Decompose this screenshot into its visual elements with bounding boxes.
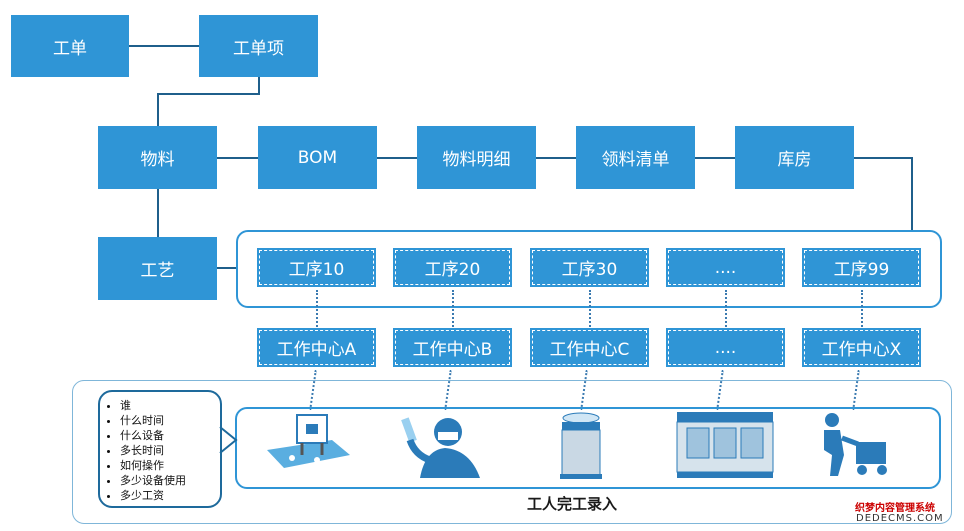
work-center-ellipsis: ....	[666, 328, 785, 367]
dotted-link	[316, 290, 318, 327]
callout-pointer	[219, 426, 238, 454]
question-list-callout: 谁 什么时间 什么设备 多长时间 如何操作 多少设备使用 多少工资	[98, 390, 222, 508]
dotted-link	[452, 290, 454, 327]
step-box-99: 工序99	[802, 248, 921, 287]
storage-tank-icon	[560, 412, 602, 479]
picking-list-box: 领料清单	[576, 126, 695, 189]
bom-box: BOM	[258, 126, 377, 189]
connector-down-to-material	[157, 93, 159, 126]
work-center-a: 工作中心A	[257, 328, 376, 367]
material-box: 物料	[98, 126, 217, 189]
robot-arm-icon	[267, 414, 350, 468]
question-item: 如何操作	[120, 458, 220, 473]
question-item: 什么设备	[120, 428, 220, 443]
connector-process-frame	[217, 267, 236, 269]
question-item: 多少工资	[120, 488, 220, 503]
connector-warehouse-right	[853, 157, 913, 159]
question-item: 多少设备使用	[120, 473, 220, 488]
watermark-en: DEDECMS.COM	[856, 513, 944, 524]
connector-horizontal-item	[157, 93, 260, 95]
step-box-ellipsis: ....	[666, 248, 785, 287]
industrial-machine-icon	[676, 412, 774, 478]
connector-down-from-item	[258, 77, 260, 94]
dotted-link	[725, 290, 727, 327]
watermark-cn: 织梦内容管理系统	[855, 503, 935, 514]
connector-material-process	[157, 189, 159, 237]
worker-with-cart-icon	[824, 413, 887, 476]
workorder-item-box: 工单项	[199, 15, 318, 77]
warehouse-box: 库房	[735, 126, 854, 189]
step-box-10: 工序10	[257, 248, 376, 287]
connector-warehouse-down	[911, 157, 913, 231]
equipment-icons-frame	[235, 407, 941, 489]
step-box-30: 工序30	[530, 248, 649, 287]
work-center-c: 工作中心C	[530, 328, 649, 367]
process-box: 工艺	[98, 237, 217, 300]
workorder-box: 工单	[11, 15, 129, 77]
dotted-link	[861, 290, 863, 327]
question-item: 什么时间	[120, 413, 220, 428]
question-item: 多长时间	[120, 443, 220, 458]
step-box-20: 工序20	[393, 248, 512, 287]
question-item: 谁	[120, 398, 220, 413]
connector-workorder	[128, 45, 200, 47]
material-detail-box: 物料明细	[417, 126, 536, 189]
completion-entry-caption: 工人完工录入	[527, 495, 618, 513]
lab-worker-icon	[401, 417, 480, 478]
question-list: 谁 什么时间 什么设备 多长时间 如何操作 多少设备使用 多少工资	[100, 398, 220, 503]
work-center-b: 工作中心B	[393, 328, 512, 367]
dotted-link	[589, 290, 591, 327]
completion-entry-outer-frame	[72, 380, 952, 524]
work-center-x: 工作中心X	[802, 328, 921, 367]
